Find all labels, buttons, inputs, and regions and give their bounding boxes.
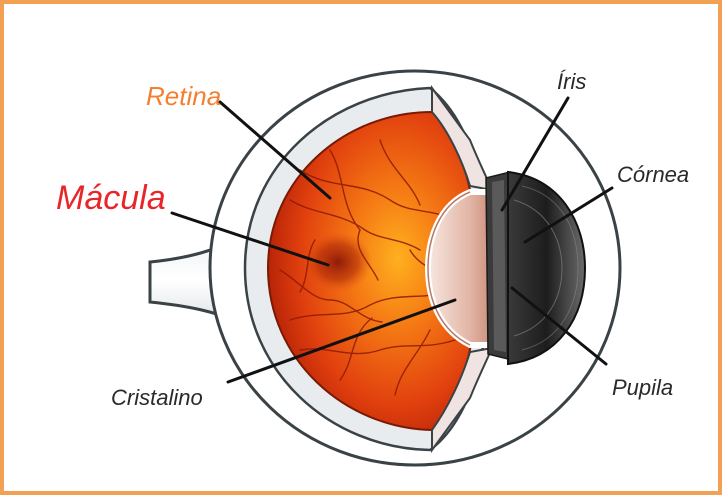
macula-label: Mácula xyxy=(56,181,166,215)
retina-label: Retina xyxy=(146,83,221,109)
iris-label: Íris xyxy=(557,71,586,93)
cristalino-label: Cristalino xyxy=(111,387,203,409)
eye-cross-section-illustration xyxy=(4,4,718,491)
cornea-label: Córnea xyxy=(617,164,689,186)
pupila-label: Pupila xyxy=(612,377,673,399)
